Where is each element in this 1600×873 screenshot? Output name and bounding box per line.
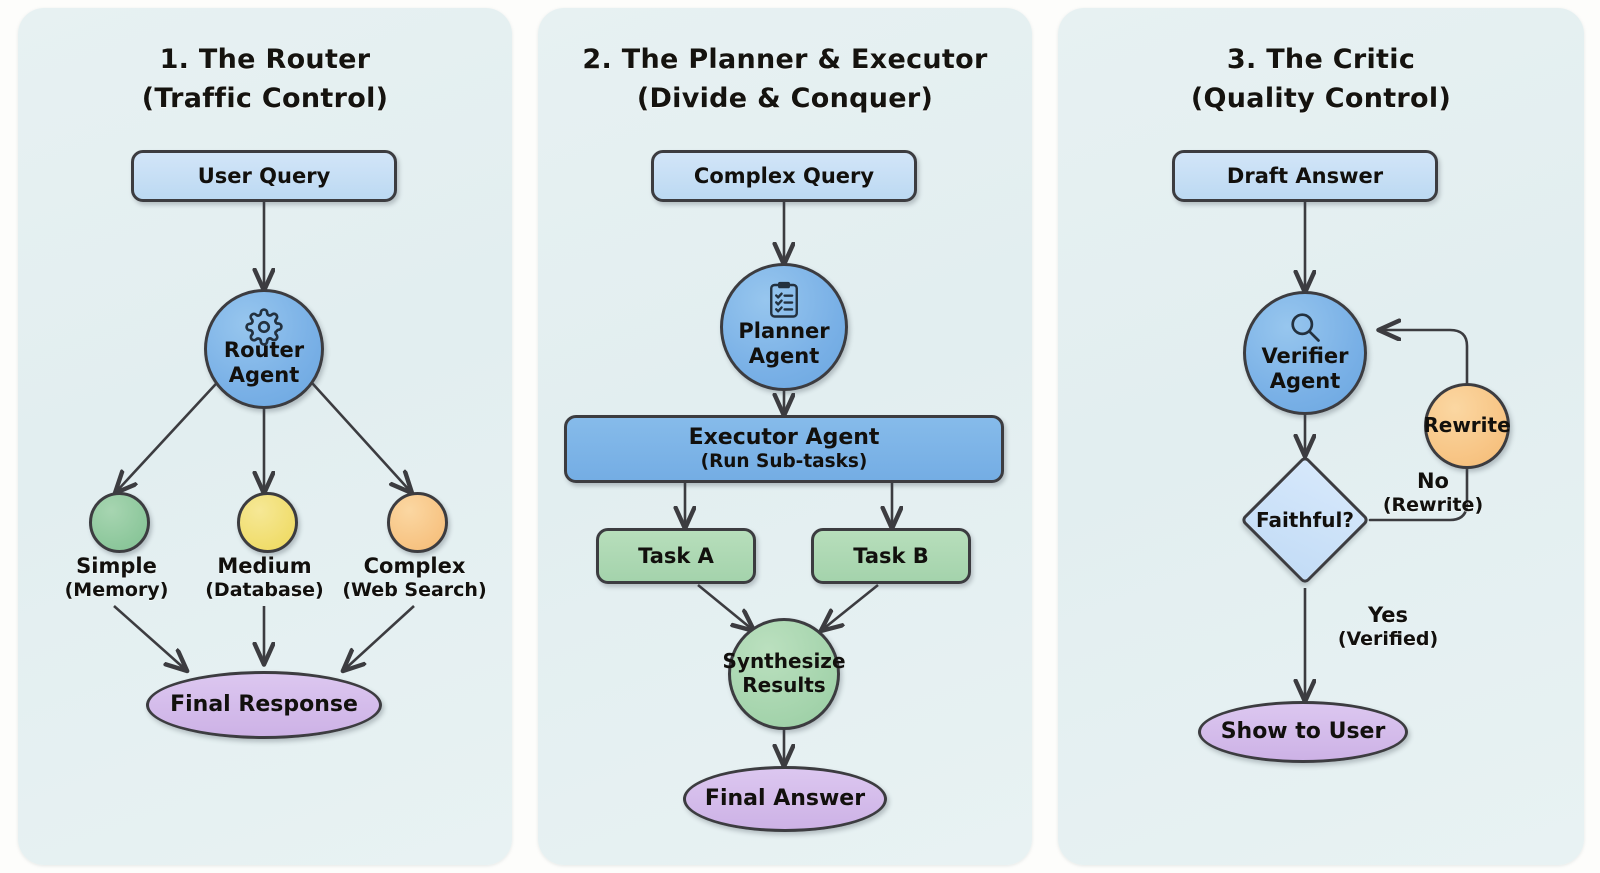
panel-planner-executor: 2. The Planner & Executor (Divide & Conq… (538, 8, 1032, 865)
node-synthesize-results-label: Synthesize Results (722, 649, 846, 697)
node-router-agent-label: Router Agent (223, 338, 305, 387)
caption-branch-medium: Medium (Database) (205, 554, 324, 602)
panel-router-edges (18, 200, 415, 865)
node-planner-agent-label: Planner Agent (738, 319, 830, 368)
panel-critic: 3. The Critic (Quality Control) Draft An… (1058, 8, 1584, 865)
node-show-to-user-label: Show to User (1220, 719, 1386, 745)
panel-router-title-line1: 1. The Router (159, 44, 371, 75)
caption-branch-simple: Simple (Memory) (64, 554, 169, 602)
panel-critic-title: 3. The Critic (Quality Control) (1058, 40, 1584, 118)
node-planner-agent[interactable]: Planner Agent (720, 263, 848, 391)
node-final-response-label: Final Response (170, 692, 358, 718)
node-complex-query-label: Complex Query (693, 163, 875, 188)
node-task-a[interactable]: Task A (596, 528, 756, 584)
panel-planner-title-line1: 2. The Planner & Executor (582, 44, 988, 75)
panel-critic-title-line2: (Quality Control) (1190, 83, 1452, 115)
node-user-query[interactable]: User Query (131, 150, 397, 202)
node-branch-simple[interactable] (89, 492, 150, 553)
panel-critic-edges (1058, 200, 1584, 865)
node-synthesize-results[interactable]: Synthesize Results (723, 618, 846, 730)
node-draft-answer-label: Draft Answer (1226, 163, 1384, 188)
node-task-a-label: Task A (638, 543, 714, 568)
caption-branch-complex: Complex (Web Search) (342, 554, 487, 602)
node-final-response[interactable]: Final Response (146, 671, 382, 739)
node-branch-medium[interactable] (237, 492, 298, 553)
node-final-answer[interactable]: Final Answer (683, 766, 887, 832)
gear-icon (245, 308, 283, 351)
panel-router: 1. The Router (Traffic Control) (18, 8, 512, 865)
node-show-to-user[interactable]: Show to User (1198, 701, 1408, 763)
node-task-b[interactable]: Task B (811, 528, 971, 584)
node-draft-answer[interactable]: Draft Answer (1172, 150, 1438, 202)
node-branch-complex[interactable] (387, 492, 448, 553)
panel-critic-title-line1: 3. The Critic (1226, 44, 1416, 75)
edge-label-yes-verified: Yes (Verified) (1337, 603, 1439, 651)
node-user-query-label: User Query (197, 163, 331, 188)
panel-planner-edges (538, 200, 1032, 865)
node-decision-faithful[interactable]: Faithful? (1239, 454, 1371, 586)
node-router-agent[interactable]: Router Agent (204, 289, 324, 409)
node-final-answer-label: Final Answer (704, 786, 866, 812)
node-verifier-agent[interactable]: Verifier Agent (1243, 291, 1367, 415)
magnifier-icon (1287, 309, 1323, 350)
node-complex-query[interactable]: Complex Query (651, 150, 917, 202)
node-executor-agent[interactable]: Executor Agent (Run Sub-tasks) (564, 415, 1004, 483)
node-task-b-label: Task B (853, 543, 929, 568)
panel-planner-title: 2. The Planner & Executor (Divide & Conq… (538, 40, 1032, 118)
node-rewrite-label: Rewrite (1423, 413, 1511, 438)
clipboard-checklist-icon (766, 280, 802, 325)
panel-planner-title-line2: (Divide & Conquer) (636, 83, 934, 115)
edge-label-no-rewrite: No (Rewrite) (1382, 469, 1484, 517)
node-rewrite[interactable]: Rewrite (1423, 383, 1511, 469)
panel-router-title-line2: (Traffic Control) (141, 83, 389, 115)
node-decision-faithful-label: Faithful? (1255, 508, 1355, 532)
panel-router-title: 1. The Router (Traffic Control) (18, 40, 512, 118)
node-executor-agent-label: Executor Agent (Run Sub-tasks) (688, 425, 880, 473)
node-verifier-agent-label: Verifier Agent (1261, 344, 1349, 393)
